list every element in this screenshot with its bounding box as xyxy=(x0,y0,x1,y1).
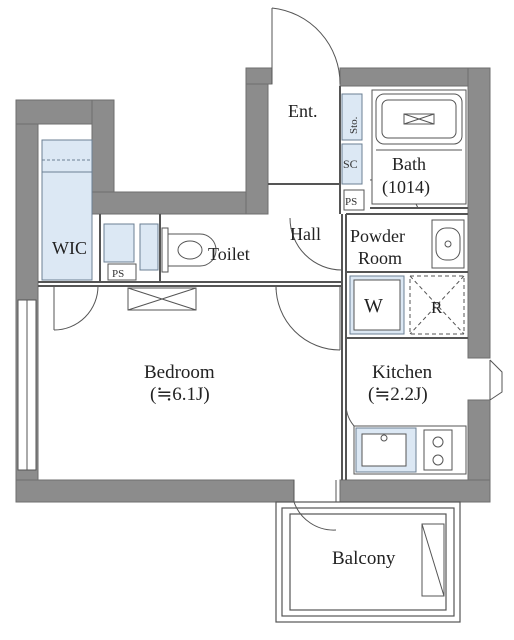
label-washer: W xyxy=(364,295,383,317)
kitchen-counter xyxy=(353,425,467,475)
stove-burner-icon xyxy=(432,454,444,466)
balcony-unit xyxy=(421,523,445,597)
label-balcony: Balcony xyxy=(332,548,396,569)
doors xyxy=(53,7,503,531)
label-powder-2: Room xyxy=(358,248,402,268)
label-kitchen-size: (≒2.2J) xyxy=(368,384,428,405)
toilet-cabinets xyxy=(103,223,159,271)
washer-pan xyxy=(349,275,405,335)
label-bath: Bath xyxy=(392,154,426,174)
bathtub xyxy=(371,89,467,205)
stove-burner-icon xyxy=(432,436,444,448)
wall-wic-right xyxy=(91,99,115,203)
wall-top-left xyxy=(15,99,99,125)
label-fridge: R xyxy=(431,298,443,317)
wall-bottom-left xyxy=(15,479,295,503)
label-shoe-cabinet: SC xyxy=(343,157,358,171)
bedroom-window xyxy=(17,299,37,471)
interior-walls xyxy=(38,86,468,480)
label-powder-1: Powder xyxy=(350,226,405,246)
label-toilet: Toilet xyxy=(208,244,250,264)
wash-basin xyxy=(431,219,465,269)
wall-right xyxy=(467,67,491,359)
label-wic: WIC xyxy=(52,238,87,258)
label-ps-wic: PS xyxy=(112,268,124,280)
label-ps-bath: PS xyxy=(345,196,357,208)
toilet-bowl xyxy=(161,227,217,273)
wic-shelf xyxy=(41,139,93,281)
balcony-railing xyxy=(275,501,461,623)
wic-ps-box xyxy=(107,263,137,281)
wall-bottom-right xyxy=(339,479,491,503)
label-entrance: Ent. xyxy=(288,101,318,121)
label-hall: Hall xyxy=(290,224,321,244)
fridge-space xyxy=(409,275,465,335)
label-bedroom-size: (≒6.1J) xyxy=(150,384,210,405)
label-bath-size: (1014) xyxy=(382,177,430,198)
label-kitchen: Kitchen xyxy=(372,362,433,383)
ceiling-hatch xyxy=(127,287,197,311)
label-bedroom: Bedroom xyxy=(144,362,215,383)
entrance-storage xyxy=(341,93,365,211)
label-storage: Sto. xyxy=(348,116,360,134)
wall-top-ent xyxy=(245,67,273,85)
wall-top-middle xyxy=(91,191,269,215)
wall-ent-left xyxy=(245,67,269,215)
